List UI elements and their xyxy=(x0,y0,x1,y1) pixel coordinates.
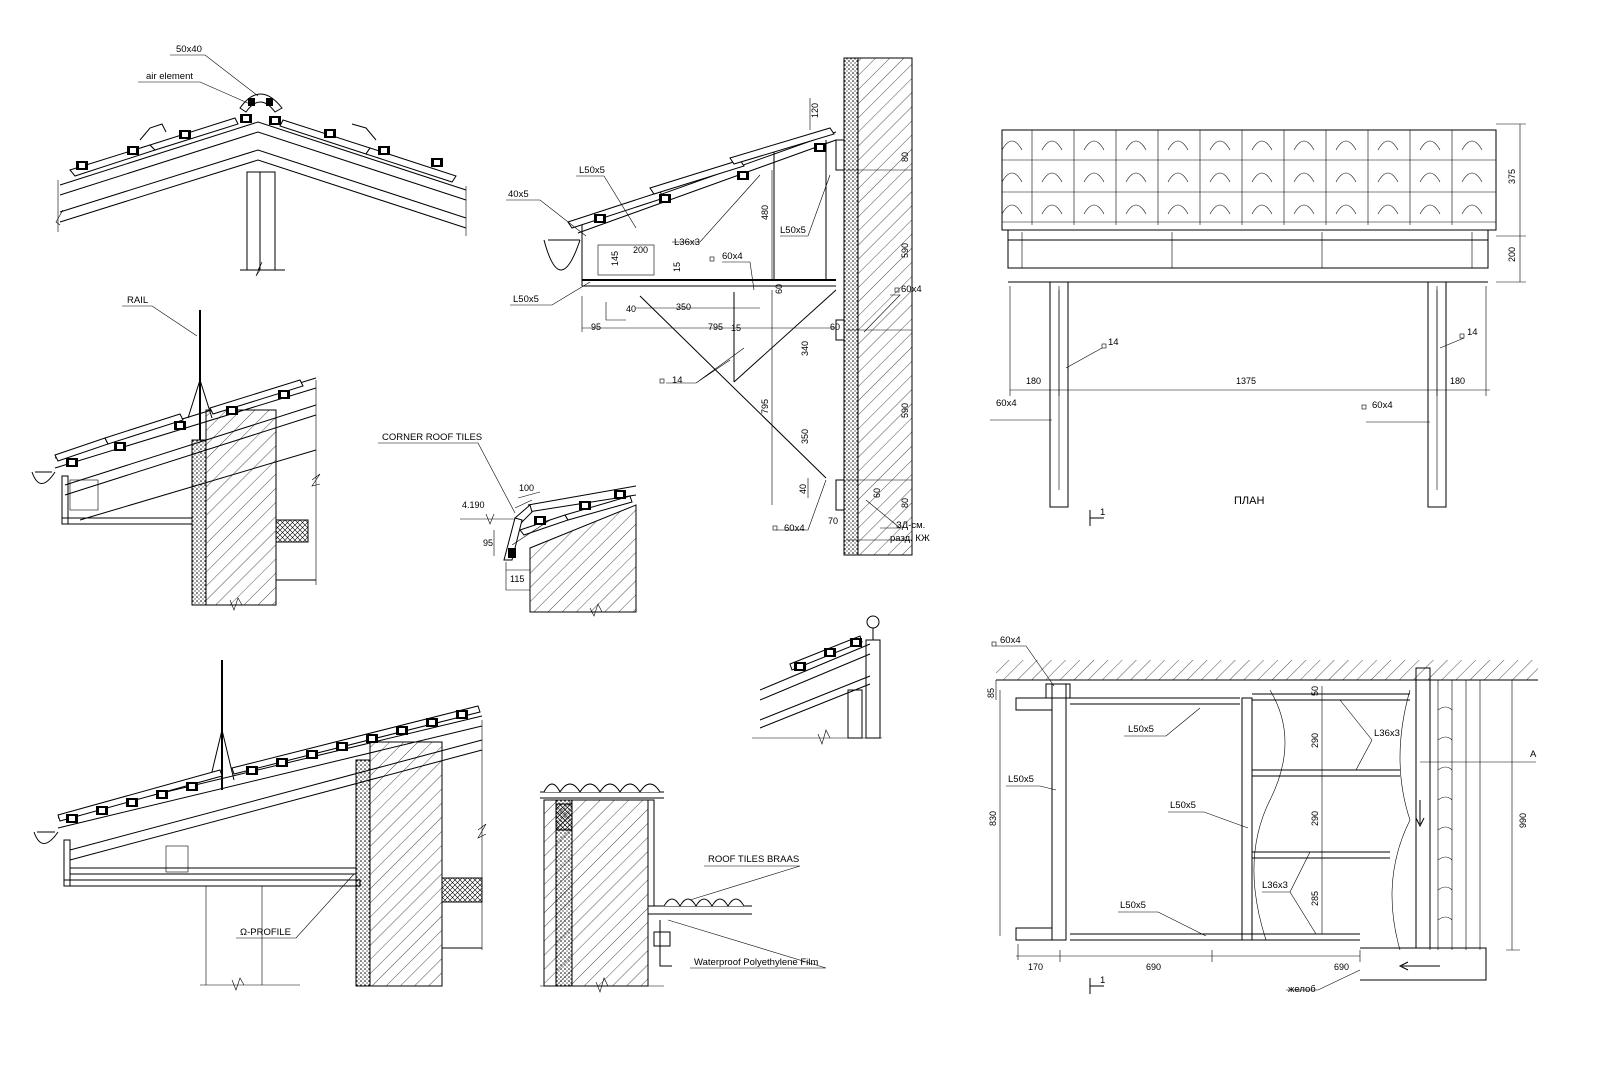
section-1-bracket-detail: L50x5 40x5 L50x5 L36x3 L50x5 60x4 60x4 6… xyxy=(506,57,930,556)
rail-label: RAIL xyxy=(127,295,148,306)
sec1-label-plate: 40x5 xyxy=(508,189,529,200)
film-label: Waterproof Polyethylene Film xyxy=(694,957,818,968)
frame-angle-bottom: L50x5 xyxy=(1120,900,1146,911)
eave-rail-detail: RAIL xyxy=(31,295,321,611)
sec1-label-angle-right: L50x5 xyxy=(780,225,806,236)
sec1-dim-80b: 80 xyxy=(900,498,910,508)
sec1-dim-60c: 60 xyxy=(872,488,882,498)
frame-angle-small-1: L36x3 xyxy=(1374,728,1400,739)
sec1-label-angle-top: L50x5 xyxy=(579,165,605,176)
sec1-label-angle-bottom: L50x5 xyxy=(513,294,539,305)
frame-angle-small-2: L36x3 xyxy=(1262,880,1288,891)
tile-rows xyxy=(1001,130,1496,225)
plan-dim-375: 375 xyxy=(1507,169,1517,184)
frame-gutter-label: желоб xyxy=(1288,984,1316,995)
sec1-dim-200: 200 xyxy=(633,245,648,255)
frame-axis-label: A xyxy=(1530,749,1537,760)
sec1-dim-590b: 590 xyxy=(900,403,910,418)
sec1-dim-80a: 80 xyxy=(900,152,910,162)
frame-dim-690a: 690 xyxy=(1146,962,1161,972)
sec1-dim-60a: 60 xyxy=(774,284,784,294)
corner-title: CORNER ROOF TILES xyxy=(382,432,482,443)
plan-elevation-detail: ПЛАН 1 14 14 60x4 60x4 375 200 180 1375 … xyxy=(990,123,1526,526)
sec1-note-2: разд. КЖ xyxy=(890,533,930,544)
corner-detail: CORNER ROOF TILES 4.190 100 95 115 xyxy=(378,432,637,617)
parapet-detail xyxy=(752,615,882,745)
air-element-label: air element xyxy=(146,71,193,82)
sec1-dim-480: 480 xyxy=(760,205,770,220)
plan-section-mark: 1 xyxy=(1100,507,1105,518)
sec1-label-bar-a: 60x4 xyxy=(722,251,743,262)
frame-dim-990: 990 xyxy=(1518,813,1528,828)
corner-dim-100: 100 xyxy=(519,483,534,493)
frame-dim-170: 170 xyxy=(1028,962,1043,972)
sec1-label-bar-c: 60x4 xyxy=(784,523,805,534)
ridge-size-label: 50x40 xyxy=(176,44,202,55)
ridge-detail: 50x40 air element xyxy=(55,44,467,277)
sec1-label-rod: 14 xyxy=(672,375,683,386)
sec1-dim-795a: 795 xyxy=(708,322,723,332)
sec1-dim-795b: 795 xyxy=(760,399,770,414)
frame-dim-290a: 290 xyxy=(1310,733,1320,748)
plan-dim-200: 200 xyxy=(1507,247,1517,262)
frame-angle-mid: L50x5 xyxy=(1170,800,1196,811)
sec1-dim-15b: 15 xyxy=(731,323,741,333)
plan-rod-right: 14 xyxy=(1467,327,1478,338)
sec1-dim-60b: 60 xyxy=(830,322,840,332)
frame-dim-830: 830 xyxy=(988,811,998,826)
sec1-dim-120: 120 xyxy=(810,103,820,118)
sec1-note-1: ЗД-см. xyxy=(896,520,925,531)
sec1-dim-40a: 40 xyxy=(626,304,636,314)
sec1-dim-350b: 350 xyxy=(800,429,810,444)
frame-dim-285: 285 xyxy=(1310,891,1320,906)
plan-frame-detail: 60x4 L50x5 L36x3 L50x5 L50x5 L50x5 L36x3… xyxy=(986,635,1538,995)
corner-level: 4.190 xyxy=(462,500,485,510)
corner-dim-115: 115 xyxy=(510,574,524,584)
plan-dim-1375: 1375 xyxy=(1236,376,1256,386)
frame-dim-85: 85 xyxy=(986,688,996,698)
plan-bar-left: 60x4 xyxy=(996,398,1017,409)
sec1-dim-145: 145 xyxy=(610,251,620,266)
sec1-dim-590a: 590 xyxy=(900,243,910,258)
sec1-label-bar-b: 60x4 xyxy=(901,284,922,295)
sec1-dim-15a: 15 xyxy=(672,262,682,272)
sec1-dim-95: 95 xyxy=(591,322,601,332)
frame-section-mark: 1 xyxy=(1100,975,1105,986)
sec1-dim-350a: 350 xyxy=(676,302,691,312)
plan-caption: ПЛАН xyxy=(1234,495,1264,507)
sec1-dim-40b: 40 xyxy=(798,484,808,494)
frame-dim-290b: 290 xyxy=(1310,811,1320,826)
plan-dim-180b: 180 xyxy=(1450,376,1465,386)
frame-dim-50: 50 xyxy=(1310,686,1320,696)
frame-angle-top: L50x5 xyxy=(1128,724,1154,735)
sec1-dim-70: 70 xyxy=(828,516,838,526)
plan-bar-right: 60x4 xyxy=(1372,400,1393,411)
frame-angle-left: L50x5 xyxy=(1008,774,1034,785)
frame-dim-690b: 690 xyxy=(1334,962,1349,972)
eave-film-detail: ROOF TILES BRAAS Waterproof Polyethylene… xyxy=(540,783,827,993)
roof-tiles-braas-label: ROOF TILES BRAAS xyxy=(708,854,799,865)
eave-omega-detail: Ω-PROFILE xyxy=(33,660,487,991)
frame-bar-label: 60x4 xyxy=(1000,635,1021,646)
plan-rod-left: 14 xyxy=(1108,337,1119,348)
plan-dim-180a: 180 xyxy=(1026,376,1041,386)
sec1-label-angle-small: L36x3 xyxy=(674,237,700,248)
omega-profile-label: Ω-PROFILE xyxy=(240,927,291,938)
sec1-dim-340: 340 xyxy=(800,341,810,356)
corner-dim-95: 95 xyxy=(483,538,493,548)
